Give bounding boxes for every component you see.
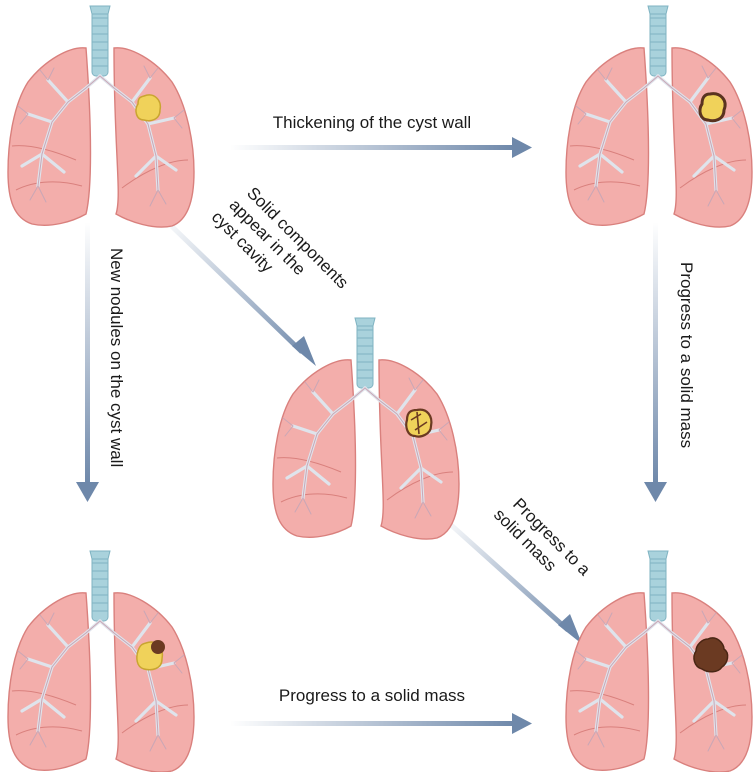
wall-nodule [151,640,165,654]
lungs-top-left [6,4,196,229]
arrow-bottom [230,713,532,734]
lungs-top-right [564,4,754,229]
arrow-diagonal-lower [438,513,582,644]
arrow-right [644,222,667,502]
lungs-bottom-right [564,549,754,772]
lungs-bottom-left [6,549,196,772]
arrow-diagonal-upper [158,213,316,366]
arrow-top [230,137,532,158]
label-right-arrow: Progress to a solid mass [677,262,696,448]
arrow-left [76,222,99,502]
thick-cyst [698,92,727,123]
label-left-arrow: New nodules on the cyst wall [107,248,126,467]
lungs-center [271,316,461,541]
label-diagonal-upper: Solid components appear in the cyst cavi… [208,183,352,292]
cyst-solid-components [405,408,433,438]
label-diagonal-lower: Progress to a solid mass [490,494,594,579]
label-top-arrow: Thickening of the cyst wall [273,113,471,132]
label-bottom-arrow: Progress to a solid mass [279,686,465,705]
thin-cyst [135,94,162,122]
solid-mass [693,637,729,673]
